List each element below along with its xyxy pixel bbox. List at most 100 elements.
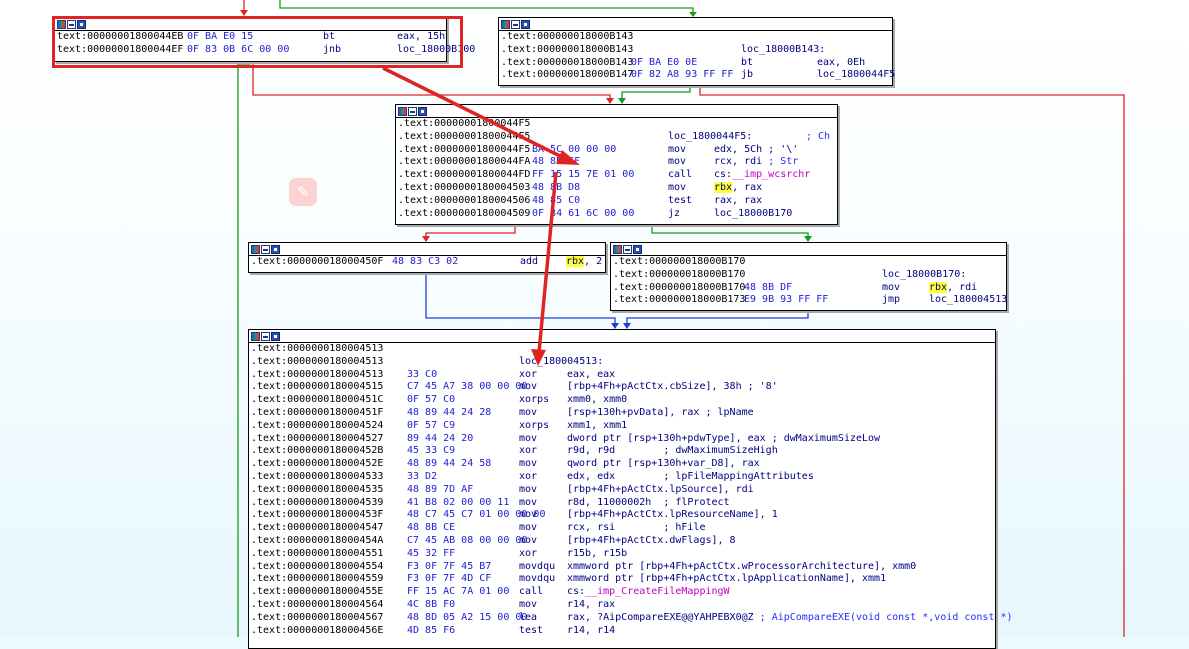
line-address: .text:0000000180004554: [251, 560, 384, 572]
operand-text: r14, rax: [567, 598, 616, 610]
code-line[interactable]: .text:000000018000B143: [499, 31, 892, 44]
node-44f5[interactable]: .text:00000001800044F5.text:000000018000…: [395, 104, 838, 225]
graph-overview-icon[interactable]: [261, 244, 270, 254]
color-palette-icon[interactable]: [613, 244, 622, 254]
graph-overview-icon[interactable]: [261, 331, 270, 341]
code-label[interactable]: loc_18000B143:: [741, 43, 826, 55]
import-symbol[interactable]: __imp_wcsrchr: [732, 169, 811, 181]
code-line[interactable]: .text:00000001800044F5: [396, 118, 837, 131]
mnemonic: call: [519, 586, 544, 598]
code-line[interactable]: .text:000000018000B170 loc_18000B170:: [611, 269, 1006, 282]
line-address: .text:00000001800044FA: [398, 156, 531, 168]
mnemonic: mov: [519, 496, 538, 508]
group-nodes-icon[interactable]: [521, 19, 530, 29]
operands: r14, rax: [567, 599, 615, 612]
group-nodes-icon[interactable]: [418, 106, 427, 116]
code-line[interactable]: .text:000000018000B170: [611, 256, 1006, 269]
code-label[interactable]: loc_180004513:: [519, 355, 604, 367]
edge-b143-to-44f5: [621, 84, 691, 99]
import-symbol[interactable]: __imp_CreateFileMappingW: [585, 586, 730, 598]
code-line[interactable]: .text:0000000180004513: [249, 343, 995, 356]
graph-overview-icon[interactable]: [511, 19, 520, 29]
node-b170[interactable]: .text:000000018000B170.text:000000018000…: [610, 242, 1007, 311]
mnemonic: mov: [519, 483, 538, 495]
group-nodes-icon[interactable]: [633, 244, 642, 254]
operands: xmm0, xmm0: [567, 394, 627, 407]
color-palette-icon[interactable]: [57, 19, 66, 29]
mnemonic: mov: [519, 534, 538, 546]
operands: [rbp+4Fh+pActCtx.lpResourceName], 1: [567, 509, 778, 522]
graph-overview-icon[interactable]: [623, 244, 632, 254]
group-nodes-icon[interactable]: [271, 331, 280, 341]
graph-overview-icon[interactable]: [67, 19, 76, 29]
operand-text: xmm1, xmm1: [567, 419, 628, 431]
highlighted-register[interactable]: rbx: [929, 281, 948, 293]
mnemonic: movdqu: [519, 560, 556, 572]
group-nodes-icon[interactable]: [77, 19, 86, 29]
color-palette-icon[interactable]: [398, 106, 407, 116]
opcode-bytes: 48 C7 45 C7 01 00 00 00: [407, 509, 546, 521]
color-palette-icon[interactable]: [251, 244, 260, 254]
node-4513[interactable]: .text:0000000180004513.text:000000018000…: [248, 329, 1013, 649]
opcode-bytes: E9 9B 93 FF FF: [744, 294, 829, 306]
line-address: .text:000000018000B170: [613, 256, 746, 267]
operands: eax, eax: [567, 369, 615, 382]
opcode-bytes: 45 33 C9: [407, 445, 456, 457]
line-address: .text:000000018000B173: [613, 294, 746, 306]
highlighted-register[interactable]: rbx: [714, 181, 733, 193]
opcode-bytes: 33 D2: [407, 470, 438, 482]
color-palette-icon[interactable]: [501, 19, 510, 29]
line-address: .text:0000000180004509: [398, 207, 531, 219]
operand-text: loc_18000B170: [714, 207, 793, 219]
mnemonic: jmp: [882, 294, 901, 306]
edge-b170-to-4513: [626, 309, 809, 325]
graph-overview-icon[interactable]: [408, 106, 417, 116]
node-b143[interactable]: .text:000000018000B143.text:000000018000…: [498, 17, 895, 86]
group-nodes-icon[interactable]: [271, 244, 280, 254]
line-address: .text:000000018000451F: [251, 406, 384, 418]
line-address: .text:000000018000B170: [613, 268, 746, 280]
highlighted-register[interactable]: rbx: [566, 256, 585, 267]
code-label[interactable]: loc_1800044F5:: [668, 130, 753, 142]
code-label[interactable]: loc_18000B170:: [882, 268, 967, 280]
color-palette-icon[interactable]: [251, 331, 260, 341]
operand-text: rcx, rdi: [714, 156, 763, 168]
line-address: .text:000000018000B143: [501, 56, 634, 68]
line-comment: ; Str: [762, 156, 799, 168]
